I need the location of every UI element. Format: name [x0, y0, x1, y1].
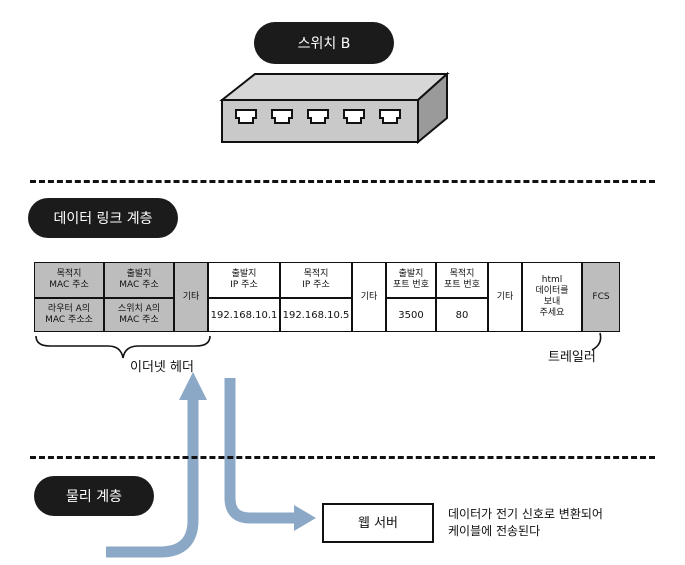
switch-b-label: 스위치 B — [254, 22, 394, 64]
datalink-layer-label: 데이터 링크 계층 — [28, 198, 178, 238]
src-mac-title: 출발지 MAC 주소 — [104, 262, 174, 298]
ip-etc-cell: 기타 — [352, 262, 386, 332]
ethernet-header-label: 이더넷 헤더 — [130, 360, 194, 375]
dest-port-title: 목적지 포트 번호 — [436, 262, 488, 298]
src-mac-value: 스위치 A의 MAC 주소 — [104, 298, 174, 332]
header-etc-cell: 기타 — [174, 262, 208, 332]
trailer-label: 트레일러 — [548, 350, 596, 365]
src-ip-value: 192.168.10.1 — [208, 298, 280, 332]
dest-mac-value: 라우터 A의 MAC 주소소 — [34, 298, 104, 332]
divider-bottom — [30, 456, 655, 459]
dest-ip-value: 192.168.10.5 — [280, 298, 352, 332]
payload-cell: html 데이터를 보내 주세요 — [522, 262, 582, 332]
src-ip-title: 출발지 IP 주소 — [208, 262, 280, 298]
web-server-box: 웹 서버 — [322, 503, 434, 543]
fcs-cell: FCS — [582, 262, 620, 332]
divider-top — [30, 180, 655, 183]
src-port-value: 3500 — [386, 298, 436, 332]
dest-port-value: 80 — [436, 298, 488, 332]
src-port-title: 출발지 포트 번호 — [386, 262, 436, 298]
dest-mac-title: 목적지 MAC 주소 — [34, 262, 104, 298]
physical-layer-label: 물리 계층 — [34, 476, 154, 516]
dest-ip-title: 목적지 IP 주소 — [280, 262, 352, 298]
transmission-note: 데이터가 전기 신호로 변환되어 케이블에 전송된다 — [448, 507, 603, 538]
tcp-etc-cell: 기타 — [488, 262, 522, 332]
